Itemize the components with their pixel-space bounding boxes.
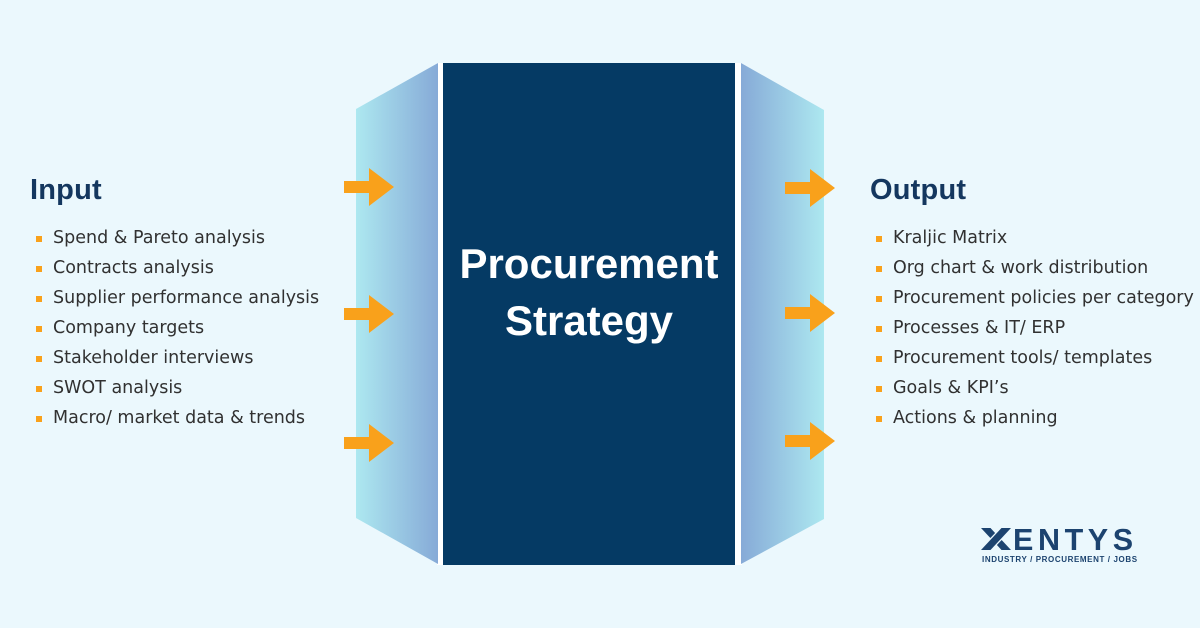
list-item: Contracts analysis	[36, 253, 319, 283]
input-heading: Input	[30, 174, 102, 206]
procurement-strategy-title-line2: Strategy	[504, 297, 674, 344]
list-item-label: Procurement tools/ templates	[893, 348, 1153, 368]
list-item-label: Processes & IT/ ERP	[893, 318, 1066, 338]
list-item: Stakeholder interviews	[36, 343, 319, 373]
xentys-logo: ENTYS	[981, 528, 1136, 552]
list-item-label: Goals & KPI’s	[893, 378, 1009, 398]
logo-wordmark-rest: ENTYS	[1013, 528, 1136, 552]
list-item-label: Macro/ market data & trends	[53, 408, 306, 428]
bullet-icon	[36, 235, 42, 242]
procurement-strategy-title-line1: Procurement	[459, 240, 719, 287]
list-item: Macro/ market data & trends	[36, 403, 319, 433]
bullet-icon	[876, 355, 882, 362]
list-item-label: Kraljic Matrix	[893, 228, 1008, 248]
list-item: Org chart & work distribution	[876, 253, 1194, 283]
list-item: Procurement tools/ templates	[876, 343, 1194, 373]
list-item-label: Spend & Pareto analysis	[53, 228, 266, 248]
list-item: Procurement policies per category	[876, 283, 1194, 313]
bullet-icon	[876, 295, 882, 302]
list-item-label: Contracts analysis	[53, 258, 214, 278]
bullet-icon	[876, 385, 882, 392]
list-item: Company targets	[36, 313, 319, 343]
bullet-icon	[876, 325, 882, 332]
input-arrow-icon-2	[344, 295, 394, 333]
bullet-icon	[36, 385, 42, 392]
bullet-icon	[36, 355, 42, 362]
bullet-icon	[36, 325, 42, 332]
list-item: SWOT analysis	[36, 373, 319, 403]
bullet-icon	[876, 265, 882, 272]
logo-tagline: INDUSTRY / PROCUREMENT / JOBS	[982, 555, 1138, 564]
list-item: Spend & Pareto analysis	[36, 223, 319, 253]
list-item-label: Stakeholder interviews	[53, 348, 254, 368]
logo-x-bottom-right-stub	[996, 539, 1011, 550]
output-arrow-icon-2	[785, 294, 835, 332]
list-item-label: SWOT analysis	[53, 378, 183, 398]
output-arrow-icon-1	[785, 169, 835, 207]
list-item-label: Company targets	[53, 318, 205, 338]
list-item-label: Actions & planning	[893, 408, 1058, 428]
input-arrow-icon-1	[344, 168, 394, 206]
list-item: Supplier performance analysis	[36, 283, 319, 313]
list-item-label: Supplier performance analysis	[53, 288, 320, 308]
list-item-label: Org chart & work distribution	[893, 258, 1149, 278]
list-item: Processes & IT/ ERP	[876, 313, 1194, 343]
procurement-strategy-box	[443, 63, 735, 565]
logo-x-main-stroke	[981, 528, 1011, 550]
output-heading: Output	[870, 174, 967, 206]
logo-x-top-left-stub	[981, 528, 996, 539]
output-arrow-icon-3	[785, 422, 835, 460]
list-item: Goals & KPI’s	[876, 373, 1194, 403]
bullet-icon	[36, 415, 42, 422]
bullet-icon	[876, 235, 882, 242]
bullet-icon	[876, 415, 882, 422]
input-arrow-icon-3	[344, 424, 394, 462]
list-item: Kraljic Matrix	[876, 223, 1194, 253]
list-item: Actions & planning	[876, 403, 1194, 433]
bullet-icon	[36, 295, 42, 302]
bullet-icon	[36, 265, 42, 272]
list-item-label: Procurement policies per category	[893, 288, 1194, 308]
